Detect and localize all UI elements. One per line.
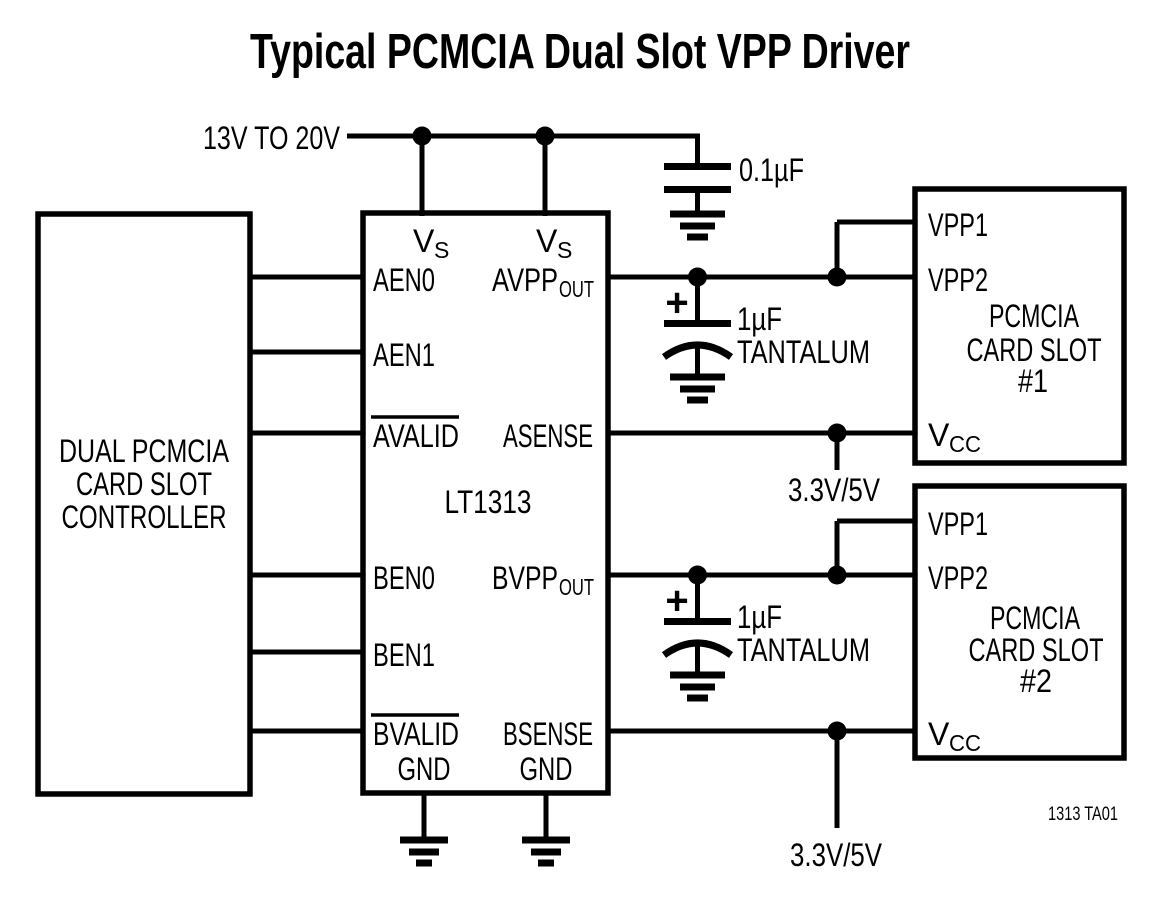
pin-aen0: AEN0 <box>373 262 435 298</box>
pin-gnd-left: GND <box>398 751 451 787</box>
slot1-pin-vpp2: VPP2 <box>928 262 988 298</box>
slot2-label-line3: #2 <box>1020 663 1052 699</box>
figure-reference: 1313 TA01 <box>1048 804 1118 825</box>
pin-gnd-right: GND <box>520 751 573 787</box>
capacitor-curved-plate-icon <box>661 341 734 360</box>
slot2-vcc-supply-label: 3.3V/5V <box>790 837 883 873</box>
pin-ben1: BEN1 <box>373 637 435 673</box>
chip-to-slot-wires <box>608 219 915 828</box>
pin-bvpp-sub: OUT <box>559 574 594 600</box>
junction-dot <box>827 423 847 443</box>
controller-label-line2: CARD SLOT <box>76 466 212 502</box>
diagram-title: Typical PCMCIA Dual Slot VPP Driver <box>250 25 910 79</box>
supply-rail: 13V TO 20V <box>203 120 700 216</box>
supply-rail-label: 13V TO 20V <box>203 120 341 156</box>
capacitor-type: TANTALUM <box>737 632 870 668</box>
slot1-label-line3: #1 <box>1018 363 1048 399</box>
bypass-capacitor: 0.1µF <box>664 152 804 241</box>
pin-ben0: BEN0 <box>373 560 435 596</box>
junction-dot <box>827 721 847 741</box>
card-slot-2: VPP1 VPP2 PCMCIA CARD SLOT #2 V CC <box>912 483 1127 761</box>
pin-vs-left-sub: S <box>434 237 449 263</box>
junction-dot <box>827 267 847 287</box>
pin-vs-right: V <box>536 223 558 259</box>
ground-icon <box>670 210 725 241</box>
pin-avalid: AVALID <box>373 418 459 454</box>
junction-dot <box>688 565 707 585</box>
junction-dot <box>535 126 555 146</box>
slot1-label-line1: PCMCIA <box>989 298 1079 334</box>
pin-bvpp: BVPP <box>492 560 558 596</box>
slot1-label-line2: CARD SLOT <box>967 332 1102 368</box>
pin-bvalid: BVALID <box>373 716 459 752</box>
chip-ground-left <box>400 793 448 867</box>
capacitor-curved-plate-icon <box>661 639 734 658</box>
junction-dot <box>412 126 432 146</box>
card-slot-1: VPP1 VPP2 PCMCIA CARD SLOT #1 V CC <box>912 186 1127 466</box>
slot1-pin-vcc-sub: CC <box>949 431 981 457</box>
lt1313-chip: LT1313 V S V S AEN0 AEN1 AVALID BEN0 BEN… <box>360 210 611 796</box>
capacitor-value: 1µF <box>737 599 782 635</box>
slot1-pin-vpp1: VPP1 <box>928 207 988 243</box>
slot2-pin-vpp2: VPP2 <box>928 560 988 596</box>
controller-label-line3: CONTROLLER <box>62 499 227 535</box>
slot1-vcc-supply-label: 3.3V/5V <box>788 472 881 508</box>
pin-avpp-sub: OUT <box>559 276 594 302</box>
slot2-pin-vcc-sub: CC <box>949 730 981 756</box>
card-slot-1-outline <box>912 186 1127 466</box>
capacitor-type: TANTALUM <box>737 334 870 370</box>
junction-dot <box>688 267 707 287</box>
slot2-label-line2: CARD SLOT <box>969 632 1104 668</box>
slot2-pin-vcc: V <box>928 716 950 752</box>
polarity-plus-icon: + <box>665 281 688 325</box>
junction-dot <box>827 565 847 585</box>
tantalum-capacitor-a: + 1µF TANTALUM <box>661 267 870 404</box>
slot1-pin-vcc: V <box>928 417 950 453</box>
ground-icon <box>670 671 725 702</box>
ground-icon <box>522 836 570 867</box>
chip-outline <box>360 210 611 796</box>
chip-name: LT1313 <box>445 484 532 520</box>
controller-label-line1: DUAL PCMCIA <box>59 433 230 469</box>
chip-ground-right <box>522 793 570 867</box>
slot2-pin-vpp1: VPP1 <box>928 506 988 542</box>
pin-vs-left: V <box>413 223 435 259</box>
pin-avpp: AVPP <box>492 262 558 298</box>
pin-bsense: BSENSE <box>503 716 593 752</box>
pin-asense: ASENSE <box>503 418 593 454</box>
ground-icon <box>670 373 725 404</box>
tantalum-capacitor-b: + 1µF TANTALUM <box>661 565 870 702</box>
pin-vs-right-sub: S <box>557 237 572 263</box>
card-slot-2-outline <box>912 483 1127 761</box>
pin-aen1: AEN1 <box>373 337 435 373</box>
bypass-capacitor-value: 0.1µF <box>739 152 804 188</box>
ground-icon <box>400 836 448 867</box>
controller-outline <box>35 211 253 797</box>
controller-box: DUAL PCMCIA CARD SLOT CONTROLLER <box>35 211 253 797</box>
capacitor-value: 1µF <box>737 301 782 337</box>
controller-to-chip-wires <box>250 274 363 734</box>
slot2-label-line1: PCMCIA <box>990 600 1080 636</box>
polarity-plus-icon: + <box>665 579 688 623</box>
